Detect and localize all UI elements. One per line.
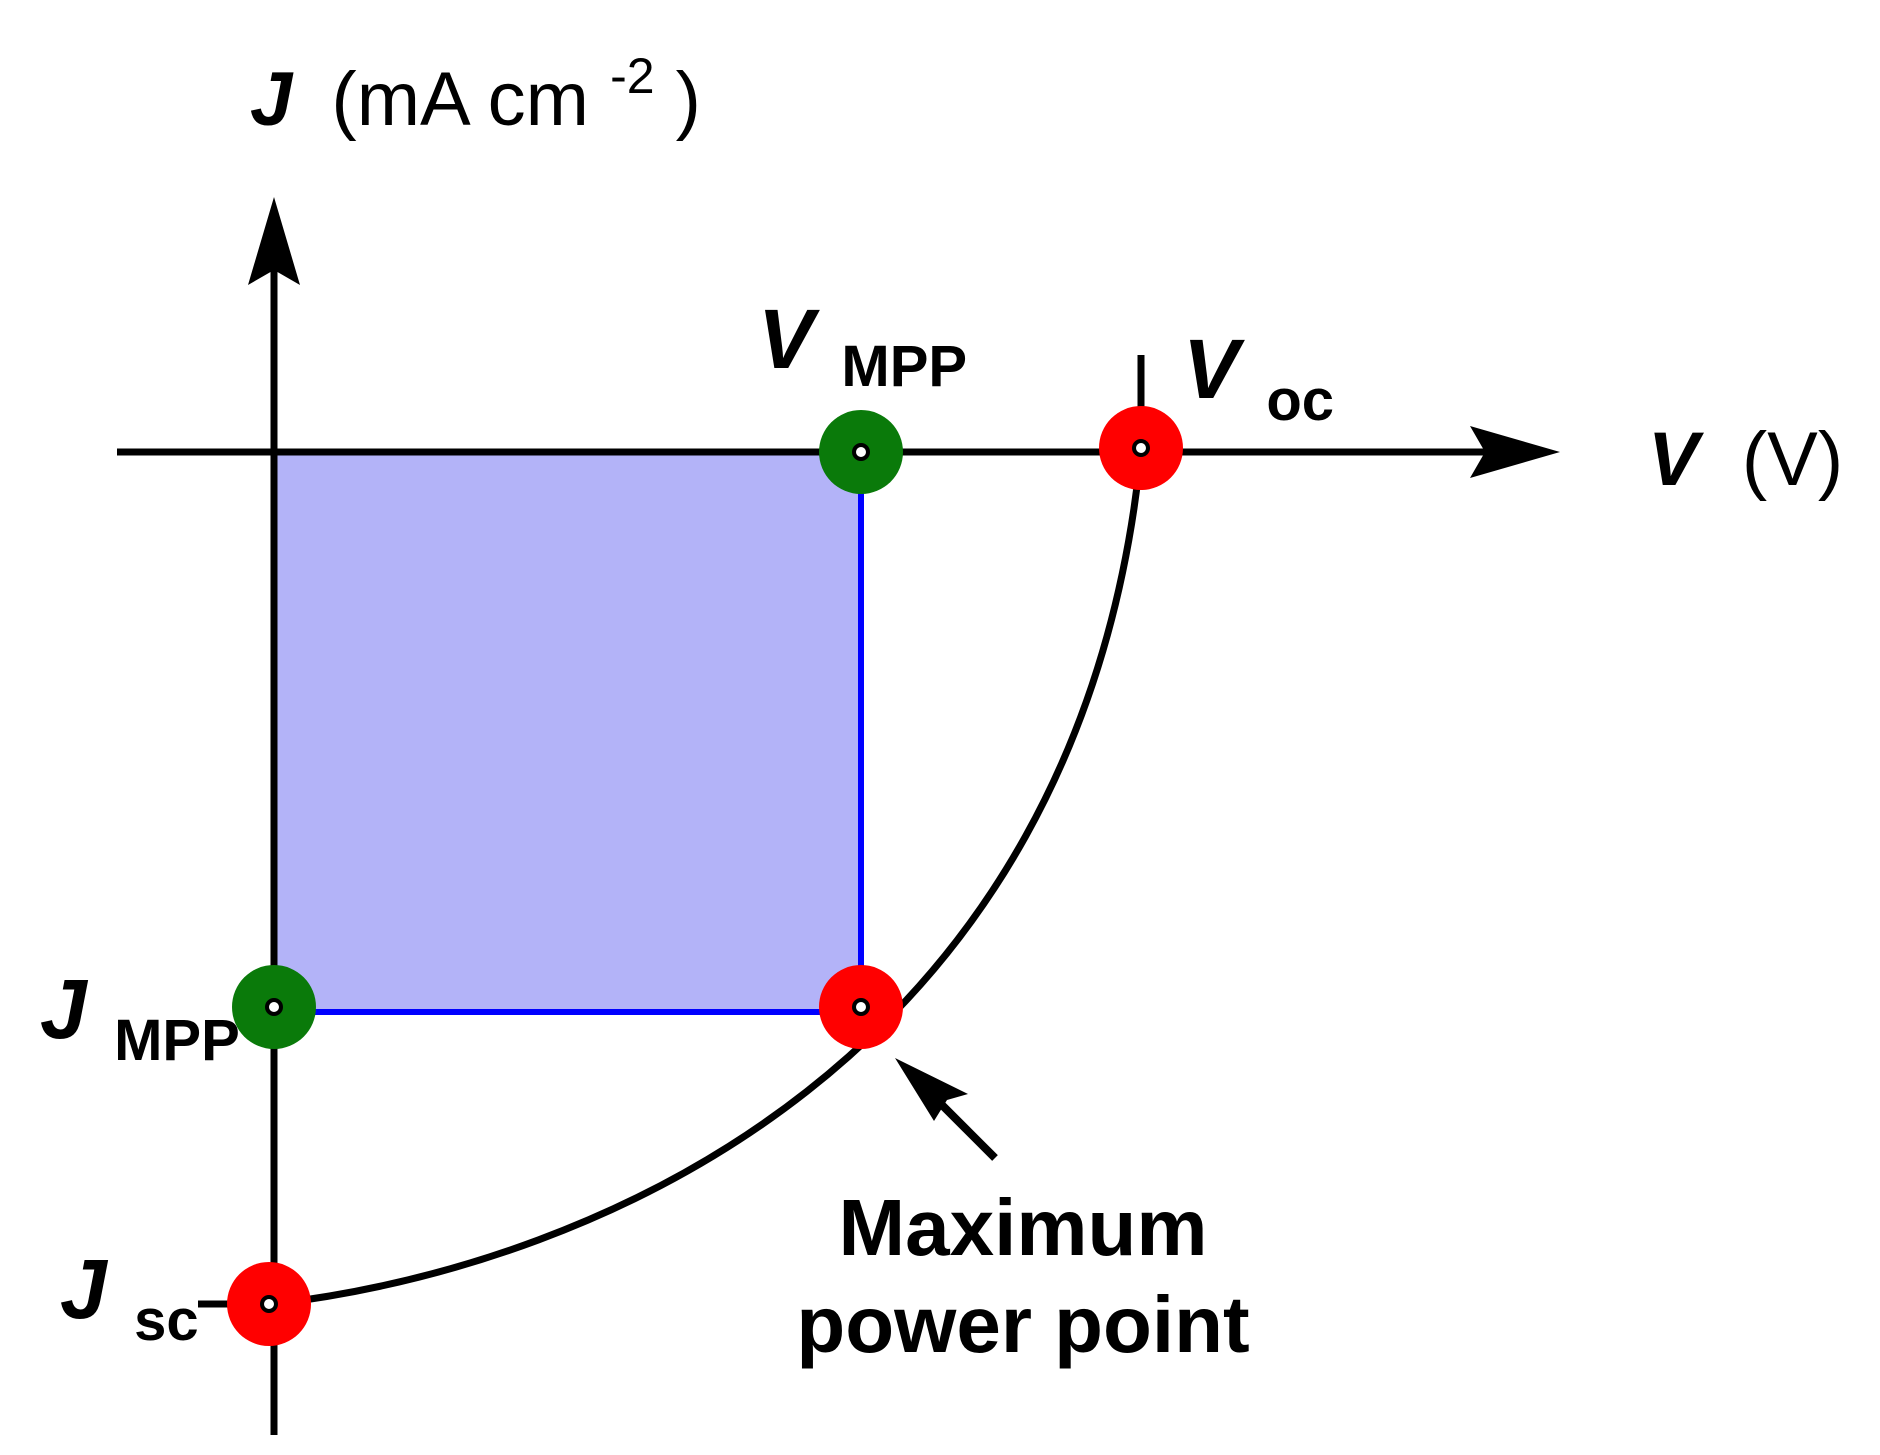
marker-vmpp [819, 410, 903, 494]
mpp-arrow-shaft [932, 1095, 998, 1161]
y-axis-unit: (mA cm [331, 57, 589, 142]
label-vmpp: V MPP [758, 292, 967, 399]
label-vmpp-subscript: MPP [841, 334, 967, 399]
label-jmpp-subscript: MPP [114, 1008, 240, 1073]
y-axis-unit-close: ) [676, 57, 701, 142]
label-jmpp: J MPP [40, 962, 240, 1073]
x-axis-unit: (V) [1742, 417, 1843, 502]
label-voc-symbol: V [1183, 322, 1245, 416]
label-voc-subscript: oc [1266, 368, 1334, 433]
x-axis-symbol: V [1648, 417, 1704, 502]
label-jsc: J sc [60, 1242, 199, 1353]
marker-mpp [819, 965, 903, 1049]
marker-jsc [227, 1262, 311, 1346]
annotation-line1: Maximum [839, 1183, 1208, 1272]
y-axis-title: J (mA cm -2 ) [250, 25, 701, 142]
marker-jmpp [232, 965, 316, 1049]
marker-voc [1099, 406, 1183, 490]
y-axis-symbol: J [250, 57, 294, 142]
max-power-rectangle [271, 449, 864, 1015]
x-axis-title: V (V) [1648, 417, 1843, 502]
label-voc: V oc [1183, 322, 1334, 433]
x-axis-arrowhead [1470, 426, 1560, 478]
y-axis-arrowhead [248, 197, 300, 285]
annotation-line2: power point [796, 1280, 1249, 1369]
label-jsc-symbol: J [60, 1242, 109, 1336]
label-jmpp-symbol: J [40, 962, 89, 1056]
label-vmpp-symbol: V [758, 292, 820, 386]
label-jsc-subscript: sc [134, 1288, 199, 1353]
jv-curve [273, 451, 1145, 1308]
mpp-arrowhead [895, 1058, 968, 1121]
y-axis-unit-exponent: -2 [610, 48, 654, 104]
